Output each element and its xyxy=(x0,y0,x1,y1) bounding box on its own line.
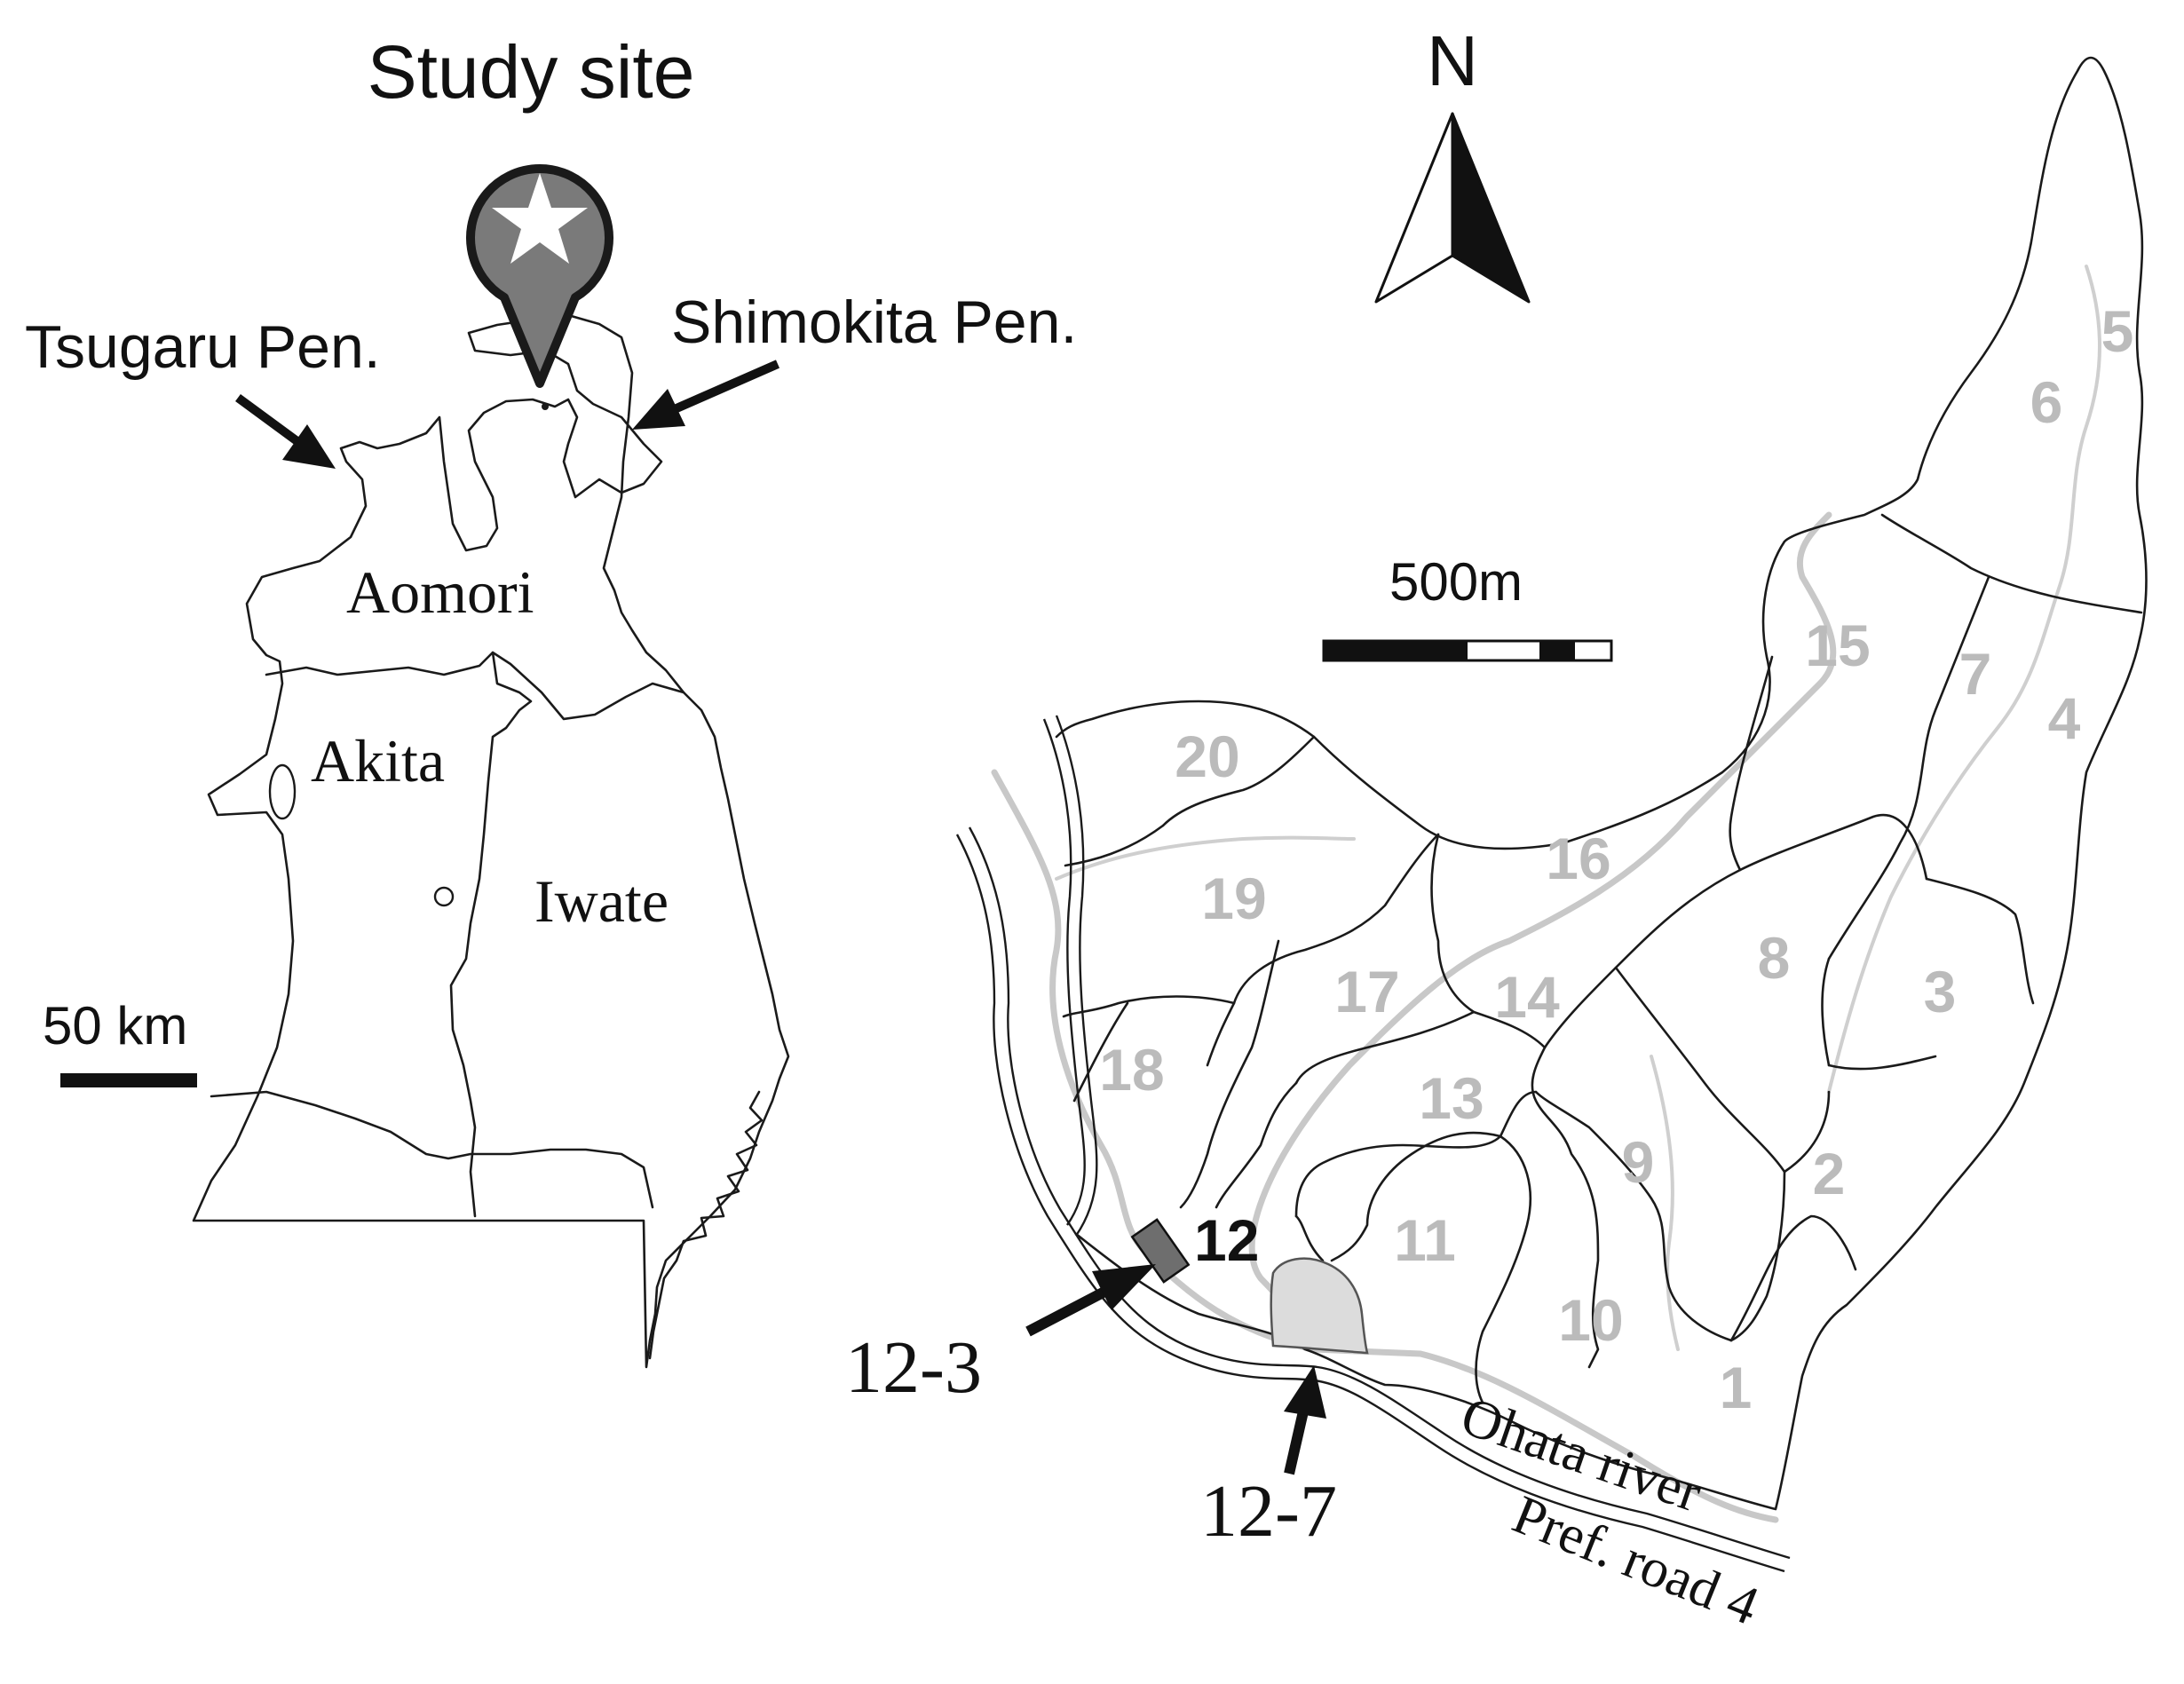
right-scale-bar-label: 500m xyxy=(1389,552,1523,612)
study-site-label: Study site xyxy=(368,30,695,114)
compartment-label: 3 xyxy=(1924,959,1957,1024)
north-label: N xyxy=(1427,21,1478,100)
compartment-label: 14 xyxy=(1494,964,1560,1030)
site-label-12-7: 12-7 xyxy=(1200,1470,1337,1553)
tohoku-outline xyxy=(192,313,790,1369)
tributary-9 xyxy=(1650,1055,1680,1351)
compartment-label: 5 xyxy=(2101,298,2134,364)
north-arrow-icon xyxy=(1374,112,1531,304)
lake-tazawa xyxy=(433,886,455,907)
shimokita-label: Shimokita Pen. xyxy=(671,289,1077,356)
compartment-label: 2 xyxy=(1813,1141,1846,1206)
compartment-label: 20 xyxy=(1175,723,1239,789)
tsugaru-arrow-icon xyxy=(235,393,336,469)
tohoku-map xyxy=(192,313,790,1369)
site-12-7-arrow-icon xyxy=(1284,1365,1326,1475)
compartment-label: 9 xyxy=(1622,1129,1655,1195)
compartment-label: 18 xyxy=(1099,1037,1164,1103)
compartment-boundaries xyxy=(1055,56,2148,1511)
compartment-label: 7 xyxy=(1959,641,1992,707)
aomori-southern-border xyxy=(265,651,685,721)
site-label-12-3: 12-3 xyxy=(845,1326,982,1409)
shimokita-arrow-icon xyxy=(632,360,780,430)
marker-point xyxy=(542,403,549,410)
prefecture-label: Aomori xyxy=(346,558,534,626)
prefectural-road xyxy=(955,715,1791,1573)
right-scale-bar xyxy=(1322,639,1613,662)
sanriku-coast xyxy=(648,1090,764,1360)
tsugaru-label: Tsugaru Pen. xyxy=(25,313,381,381)
tohoku-southern-border xyxy=(210,1090,654,1209)
tributary-19 xyxy=(1055,835,1356,881)
compartment-label: 13 xyxy=(1419,1065,1484,1131)
compartment-label: 19 xyxy=(1201,866,1266,931)
compartment-12-label: 12 xyxy=(1194,1207,1259,1273)
star-pin-icon xyxy=(466,164,613,388)
lake-hachirogata xyxy=(268,763,297,820)
plot-12-7 xyxy=(1270,1257,1369,1355)
left-scale-bar xyxy=(60,1073,197,1087)
river-label: Ohata river xyxy=(1453,1386,1709,1524)
compartment-label: 16 xyxy=(1546,826,1610,891)
prefecture-label: Iwate xyxy=(534,867,669,935)
main-stream xyxy=(1248,511,1837,1353)
compartment-labels: 1 2 3 4 5 6 7 8 9 10 11 13 14 15 16 17 1… xyxy=(1099,298,2133,1420)
left-scale-bar-label: 50 km xyxy=(43,996,187,1055)
compartment-label: 6 xyxy=(2030,369,2063,435)
compartment-label: 4 xyxy=(2048,685,2081,751)
prefecture-label: Akita xyxy=(311,727,445,795)
compartment-label: 10 xyxy=(1558,1287,1623,1353)
study-site-marker xyxy=(466,164,613,388)
compartment-label: 1 xyxy=(1720,1355,1753,1420)
compartment-label: 15 xyxy=(1805,613,1870,678)
compartment-label: 11 xyxy=(1394,1207,1456,1273)
tributary-upper xyxy=(1827,265,2101,1094)
akita-iwate-border xyxy=(449,651,533,1218)
watershed-outline xyxy=(1055,56,2148,1511)
compartment-label: 17 xyxy=(1334,959,1399,1024)
site-12-3-arrow-icon xyxy=(1025,1264,1156,1337)
plot-12-3 xyxy=(1130,1218,1191,1284)
compartment-label: 8 xyxy=(1758,925,1791,991)
